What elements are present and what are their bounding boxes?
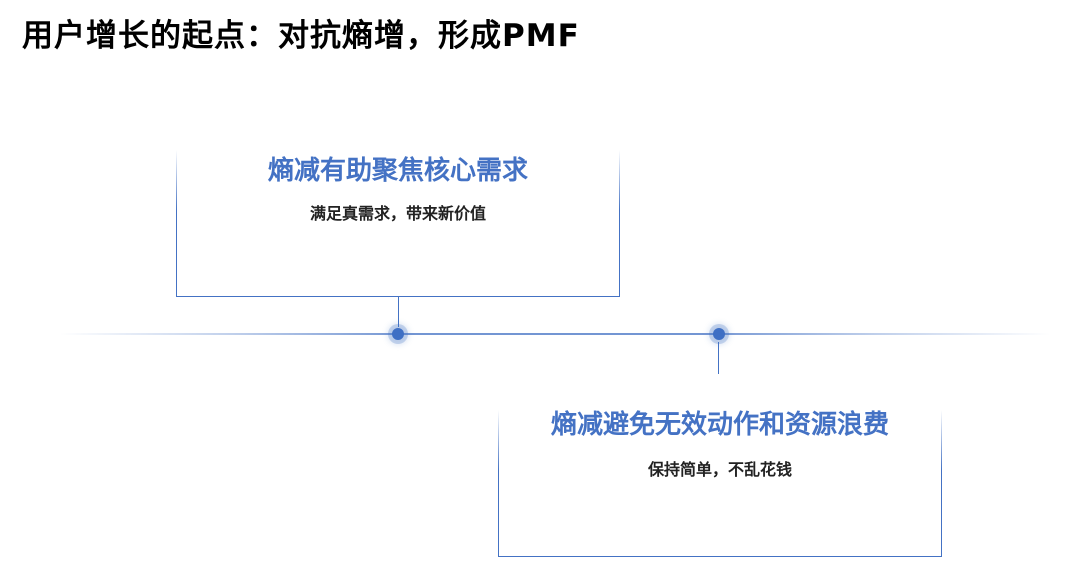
connector-bottom xyxy=(718,342,719,374)
card-bottom: 熵减避免无效动作和资源浪费 保持简单，不乱花钱 xyxy=(498,410,942,557)
card-bottom-title: 熵减避免无效动作和资源浪费 xyxy=(550,410,889,440)
card-bottom-subtitle: 保持简单，不乱花钱 xyxy=(647,460,792,479)
connector-top xyxy=(398,297,399,327)
timeline-line xyxy=(60,333,1050,335)
timeline-node-1 xyxy=(392,328,404,340)
card-top-title: 熵减有助聚焦核心需求 xyxy=(267,156,528,186)
timeline-node-2 xyxy=(713,328,725,340)
card-top: 熵减有助聚焦核心需求 满足真需求，带来新价值 xyxy=(176,150,620,297)
card-top-subtitle: 满足真需求，带来新价值 xyxy=(309,204,486,223)
page-title: 用户增长的起点：对抗熵增，形成PMF xyxy=(22,18,580,54)
